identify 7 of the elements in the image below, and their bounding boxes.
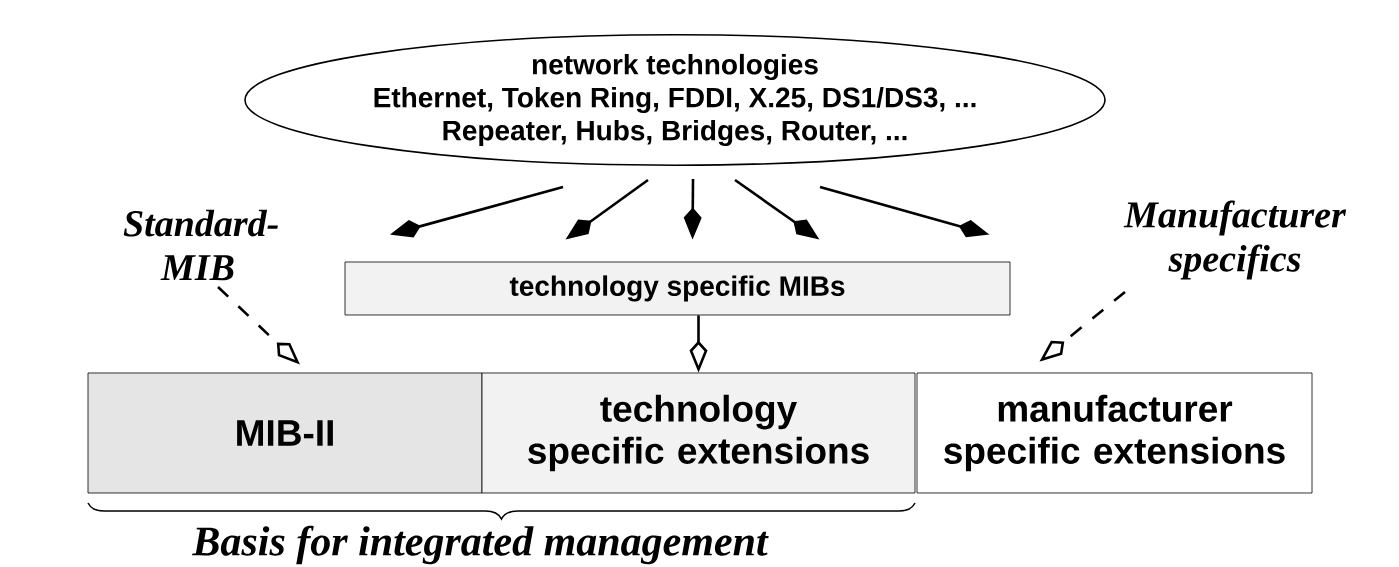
mib-box: MIB-II	[87, 372, 483, 494]
mib-box: manufacturer specific extensions	[916, 372, 1313, 494]
mib-box: technology specific MIBs	[344, 261, 1011, 316]
annotation-text: Manufacturer specifics	[1123, 200, 1347, 280]
mib-box: technology specific extensions	[481, 372, 916, 494]
caption-text: Basis for integrated management	[192, 525, 769, 565]
annotation-text: Standard-MIB	[123, 209, 278, 281]
